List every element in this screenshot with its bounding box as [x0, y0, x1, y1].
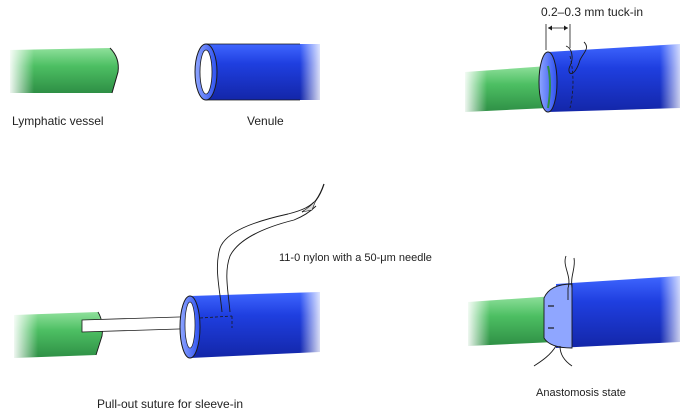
pullout-suture-figure: [12, 183, 325, 362]
pullout-suture-label: Pull-out suture for sleeve-in: [97, 397, 244, 411]
tuck-in-figure: [463, 24, 686, 116]
lymphatic-vessel-label: Lymphatic vessel: [12, 114, 104, 128]
lymphatic-vessel-figure: [8, 46, 119, 96]
tuck-in-label: 0.2–0.3 mm tuck-in: [541, 5, 644, 19]
nylon-label: 11-0 nylon with a 50-μm needle: [279, 252, 432, 264]
venule-figure: [194, 40, 324, 104]
anastomosis-figure: [466, 255, 686, 367]
anastomosis-label: Anastomosis state: [536, 387, 626, 399]
venule-label: Venule: [247, 114, 284, 128]
